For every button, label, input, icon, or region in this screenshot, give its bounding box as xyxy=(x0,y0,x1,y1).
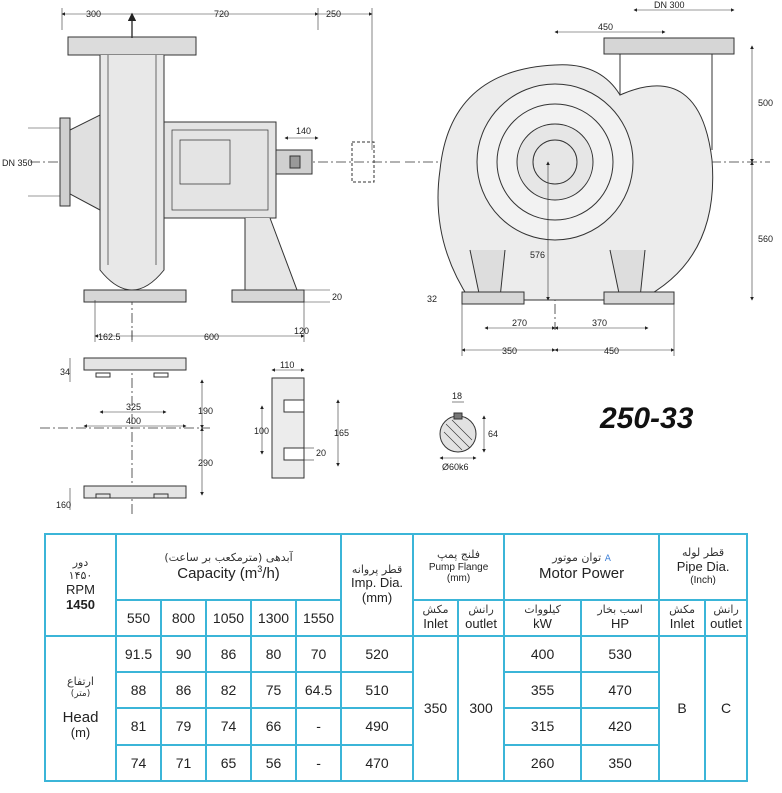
impeller-cell: 520 xyxy=(340,635,415,673)
dim-100: 100 xyxy=(254,426,269,436)
flange-header: فلنج پمپ Pump Flange (mm) xyxy=(412,533,506,601)
dim-450-top: 450 xyxy=(598,22,613,32)
dim-290: 290 xyxy=(198,458,213,468)
flange-outlet-value: 300 xyxy=(457,635,506,782)
bracket-detail xyxy=(260,368,340,479)
dim-160: 160 xyxy=(56,500,71,510)
pump-dimension-drawing: 300 720 250 140 DN 350 20 162.5 600 120 … xyxy=(2,0,773,515)
head-cell: 74 xyxy=(115,744,162,782)
dim-162-5: 162.5 xyxy=(98,332,121,342)
head-cell: - xyxy=(294,707,343,746)
dim-560: 560 xyxy=(758,234,773,244)
dim-20-bracket: 20 xyxy=(316,448,326,458)
head-cell: 86 xyxy=(160,671,207,709)
dim-250: 250 xyxy=(326,9,341,19)
dim-165: 165 xyxy=(334,428,349,438)
head-cell: 88 xyxy=(115,671,162,709)
kw-cell: 400 xyxy=(503,635,583,673)
dim-500: 500 xyxy=(758,98,773,108)
head-cell: 70 xyxy=(294,635,343,673)
pipe-outlet-value: C xyxy=(704,635,749,782)
head-cell: 65 xyxy=(205,744,252,782)
dim-325: 325 xyxy=(126,402,141,412)
table-row: ارتفاع (متر) Head (m) 91.5 90 86 80 70 5… xyxy=(44,635,749,782)
front-view xyxy=(405,8,770,356)
dim-shaft-dia: Ø60k6 xyxy=(442,462,469,472)
capacity-cell: 800 xyxy=(160,599,207,637)
head-cell: 75 xyxy=(250,671,297,709)
head-header: ارتفاع (متر) Head (m) xyxy=(44,635,117,782)
head-cell: 80 xyxy=(250,635,297,673)
head-cell: 79 xyxy=(160,707,207,746)
hp-cell: 350 xyxy=(580,744,661,782)
dim-64: 64 xyxy=(488,429,498,439)
head-cell: 90 xyxy=(160,635,207,673)
dim-140: 140 xyxy=(296,126,311,136)
foot-plan-detail xyxy=(40,357,210,515)
capacity-cell: 1300 xyxy=(250,599,297,637)
dim-32: 32 xyxy=(427,294,437,304)
dimension-labels: 300 720 250 140 DN 350 20 162.5 600 120 … xyxy=(2,0,773,510)
hp-cell: 470 xyxy=(580,671,661,709)
table-row: 88 86 82 75 64.5 510 355 470 xyxy=(45,671,747,709)
dim-350: 350 xyxy=(502,346,517,356)
dim-dn350: DN 350 xyxy=(2,158,33,168)
dim-dn300: DN 300 xyxy=(654,0,685,10)
dim-20-side: 20 xyxy=(332,292,342,302)
dim-450-bottom: 450 xyxy=(604,346,619,356)
head-cell: 64.5 xyxy=(294,671,343,709)
pipe-header: قطر لوله Pipe Dia. (Inch) xyxy=(658,533,749,601)
dim-120: 120 xyxy=(294,326,309,336)
dim-18: 18 xyxy=(452,391,462,401)
performance-table: دور ۱۴۵۰ RPM 1450 آبدهی (مترمکعب بر ساعت… xyxy=(44,533,749,782)
dim-576: 576 xyxy=(530,250,545,260)
dim-720: 720 xyxy=(214,9,229,19)
kw-cell: 315 xyxy=(503,707,583,746)
pipe-inlet-value: B xyxy=(658,635,707,782)
dim-110: 110 xyxy=(280,360,294,370)
hp-cell: 420 xyxy=(580,707,661,746)
shaft-section-detail xyxy=(439,401,486,460)
capacity-header: آبدهی (مترمکعب بر ساعت) Capacity (m3/h) xyxy=(114,533,343,601)
head-cell: 82 xyxy=(205,671,252,709)
rpm-header: دور ۱۴۵۰ RPM 1450 xyxy=(44,533,117,637)
kw-cell: 260 xyxy=(503,744,583,782)
hp-cell: 530 xyxy=(580,635,661,673)
head-cell: 81 xyxy=(115,707,162,746)
table-row: 81 79 74 66 - 490 315 420 xyxy=(45,707,747,746)
head-cell: 66 xyxy=(250,707,297,746)
head-cell: - xyxy=(294,744,343,782)
side-view xyxy=(28,8,400,342)
head-cell: 74 xyxy=(205,707,252,746)
head-cell: 86 xyxy=(205,635,252,673)
capacity-cell: 1550 xyxy=(294,599,343,637)
head-cell: 56 xyxy=(250,744,297,782)
dim-190: 190 xyxy=(198,406,213,416)
motor-header: توان موتور A Motor Power xyxy=(503,533,661,601)
impeller-cell: 490 xyxy=(340,707,415,746)
dim-400: 400 xyxy=(126,416,141,426)
head-cell: 71 xyxy=(160,744,207,782)
dim-600: 600 xyxy=(204,332,219,342)
model-number: 250-33 xyxy=(600,402,694,435)
capacity-cell: 550 xyxy=(115,599,162,637)
dim-300: 300 xyxy=(86,9,101,19)
impeller-cell: 510 xyxy=(340,671,415,709)
kw-cell: 355 xyxy=(503,671,583,709)
dim-34: 34 xyxy=(60,367,70,377)
flange-inlet-value: 350 xyxy=(412,635,460,782)
impeller-cell: 470 xyxy=(340,744,415,782)
dim-370: 370 xyxy=(592,318,607,328)
impeller-header: قطر پروانه Imp. Dia. (mm) xyxy=(340,533,415,637)
capacity-cell: 1050 xyxy=(205,599,252,637)
dim-270: 270 xyxy=(512,318,527,328)
table-row: 74 71 65 56 - 470 260 350 xyxy=(45,744,747,782)
head-cell: 91.5 xyxy=(115,635,162,673)
